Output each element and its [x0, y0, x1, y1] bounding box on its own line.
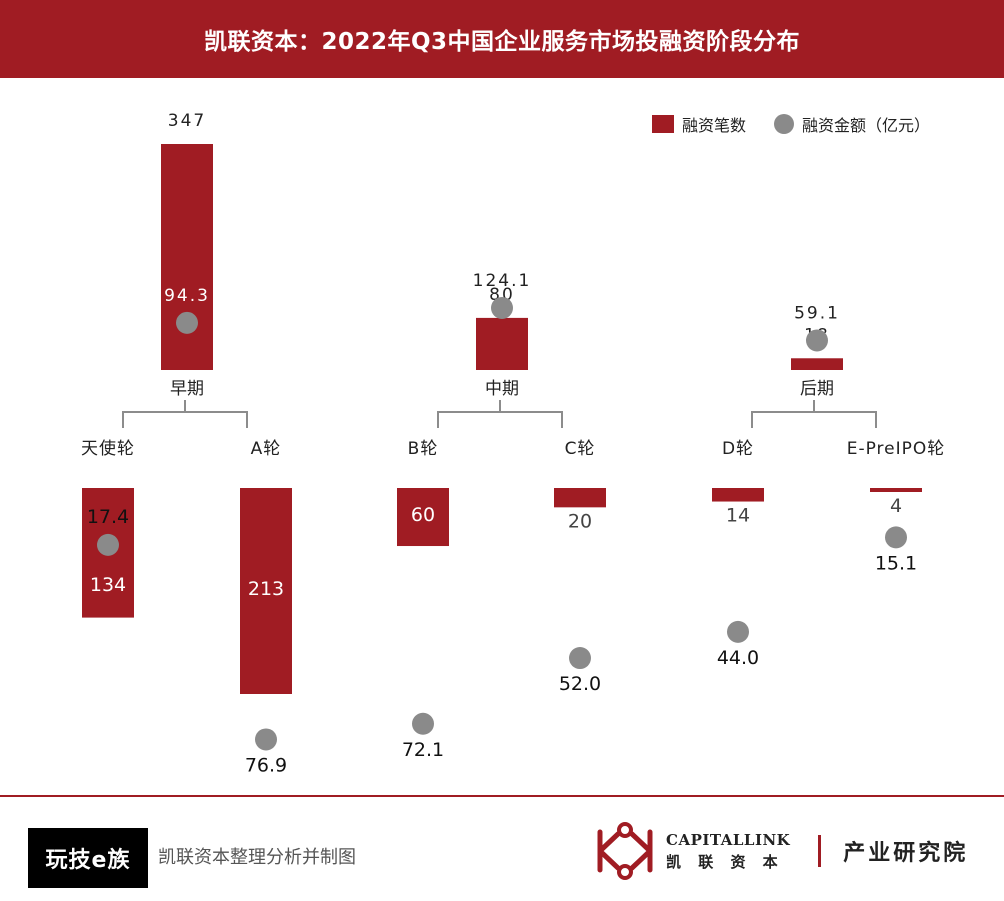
round-amount-label-4: 44.0 [717, 647, 759, 669]
logo-separator [818, 835, 822, 867]
group-axis-label-0: 早期 [170, 379, 204, 399]
round-axis-label-5: E-PreIPO轮 [847, 439, 946, 459]
round-axis-label-3: C轮 [565, 439, 596, 459]
group-axis-label-1: 中期 [485, 379, 519, 399]
group-bracket-2 [751, 400, 877, 428]
group-amount-dot-1 [491, 296, 513, 319]
round-amount-label-2: 72.1 [402, 739, 444, 761]
group-amount-label-2: 59.1 [794, 303, 840, 323]
round-axis-label-2: B轮 [408, 439, 439, 459]
round-count-label-1: 213 [248, 578, 284, 600]
group-axis-label-2: 后期 [800, 379, 834, 399]
round-bar-5 [870, 488, 922, 492]
group-amount-dot-0 [176, 311, 198, 334]
capitallink-logo-icon [597, 822, 653, 880]
group-bracket-1 [437, 400, 563, 428]
group-bracket-0 [122, 400, 248, 428]
legend-count-label: 融资笔数 [682, 116, 747, 135]
brand-logo: CAPITALLINK 凯 联 资 本 产业研究院 [594, 822, 968, 880]
round-amount-dot-2 [412, 712, 434, 735]
legend-amount-swatch [774, 114, 795, 134]
logo-english: CAPITALLINK [666, 830, 791, 849]
chart-header: 凯联资本：2022年Q3中国企业服务市场投融资阶段分布 [0, 0, 1004, 78]
round-bar-4 [712, 488, 764, 502]
logo-chinese: 凯 联 资 本 [666, 852, 784, 871]
round-amount-dot-4 [727, 620, 749, 643]
round-axis-label-1: A轮 [251, 439, 282, 459]
group-bar-0 [161, 144, 213, 370]
round-count-label-2: 60 [411, 504, 435, 526]
legend: 融资笔数 融资金额（亿元） [652, 112, 930, 136]
round-bar-3 [554, 488, 606, 508]
round-axis-label-0: 天使轮 [81, 438, 135, 459]
round-amount-dot-1 [255, 728, 277, 751]
round-count-label-3: 20 [568, 510, 592, 532]
logo-institute: 产业研究院 [843, 841, 969, 866]
round-amount-dot-0 [97, 533, 119, 556]
legend-count-swatch [652, 115, 674, 133]
round-count-label-4: 14 [726, 505, 750, 527]
group-amount-label-0: 94.3 [164, 286, 210, 306]
group-bar-1 [476, 317, 528, 370]
round-amount-label-3: 52.0 [559, 673, 601, 695]
stage-chart: 34794.3早期80124.1中期1859.1后期天使轮13417.4A轮21… [81, 111, 946, 776]
group-bar-2 [791, 358, 843, 370]
group-count-label-0: 347 [168, 111, 206, 131]
watermark: 玩技e族 [28, 828, 148, 888]
round-bar-2 [397, 488, 449, 547]
round-amount-dot-3 [569, 647, 591, 670]
group-amount-dot-2 [806, 329, 828, 352]
footer-divider [0, 795, 1004, 797]
group-amount-label-1: 124.1 [473, 271, 532, 291]
round-bar-1 [240, 488, 292, 694]
chart-title: 凯联资本：2022年Q3中国企业服务市场投融资阶段分布 [203, 29, 801, 55]
round-count-label-5: 4 [890, 495, 902, 517]
round-amount-dot-5 [885, 526, 907, 549]
round-count-label-0: 134 [90, 574, 126, 596]
legend-amount-label: 融资金额（亿元） [802, 116, 931, 135]
round-amount-label-0: 17.4 [87, 506, 129, 528]
round-axis-label-4: D轮 [722, 439, 754, 459]
round-amount-label-1: 76.9 [245, 754, 287, 776]
round-amount-label-5: 15.1 [875, 552, 917, 574]
